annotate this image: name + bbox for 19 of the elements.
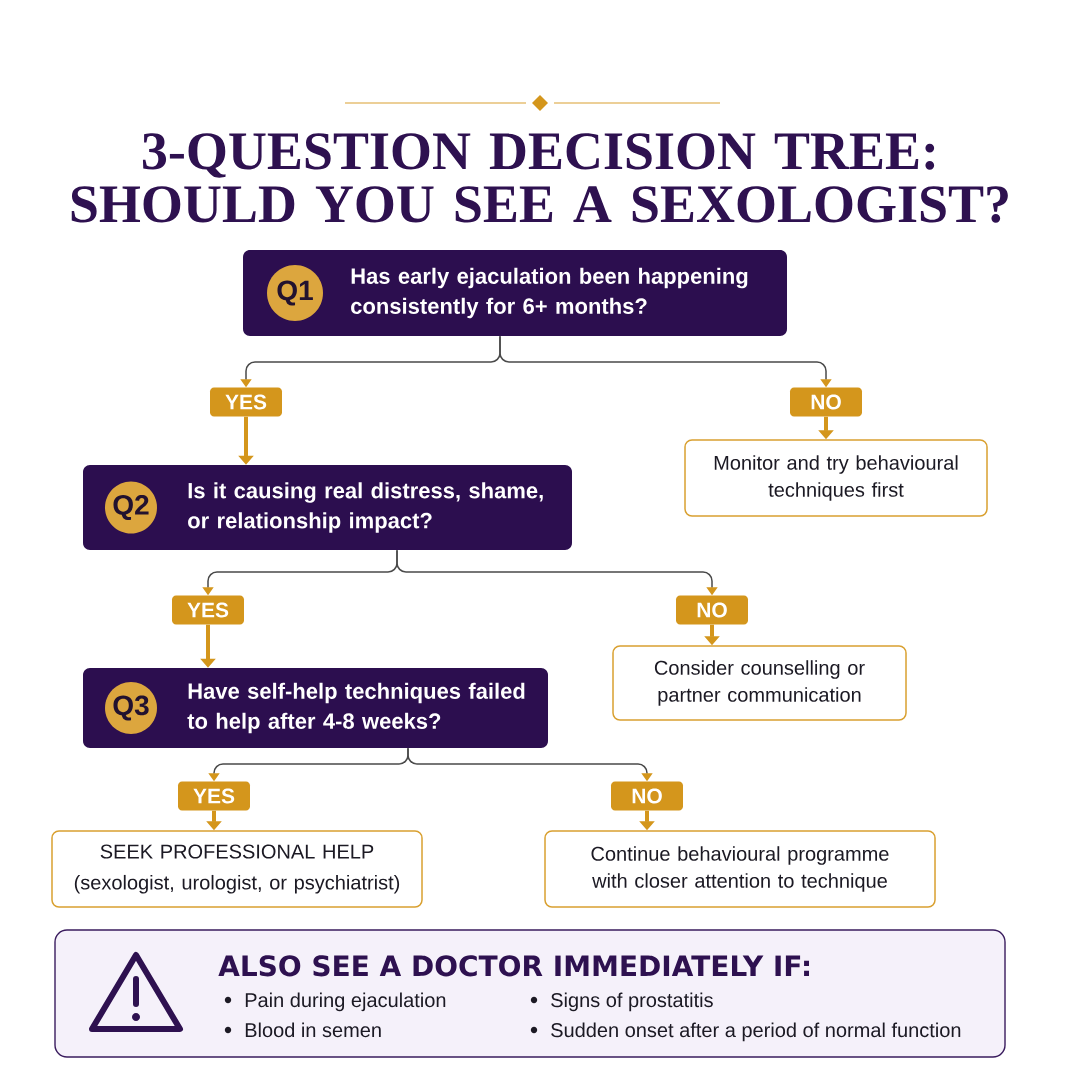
bullet-item: Pain during ejaculation bbox=[245, 992, 446, 1012]
outcome-box: Monitor and try behavioural techniques first bbox=[684, 439, 988, 517]
title: 3-QUESTION DECISION TREE: SHOULD YOU SEE A SEXOLOGIST? bbox=[71, 133, 1008, 223]
number-badge: Q3 bbox=[105, 682, 157, 734]
panel-heading: ALSO SEE A DOCTOR IMMEDIATELY IF: bbox=[218, 955, 809, 977]
answer-tag: YES bbox=[172, 595, 244, 625]
outcome-box: SEEK PROFESSIONAL HELP (sexologist, urologist, or psychiatrist) bbox=[51, 830, 423, 908]
answer-tag: YES bbox=[178, 781, 250, 811]
answer-tag: NO bbox=[611, 781, 683, 811]
answer-tag: YES bbox=[210, 387, 282, 417]
answer-tag: NO bbox=[676, 595, 748, 625]
bullet-item: Sudden onset after a period of normal function bbox=[551, 1022, 961, 1042]
number-badge: Q1 bbox=[267, 265, 323, 321]
bullet-item: Signs of prostatitis bbox=[551, 992, 713, 1012]
number-badge: Q2 bbox=[105, 481, 157, 534]
outcome-box: Consider counselling or partner communication bbox=[612, 645, 907, 721]
outcome-box: Continue behavioural programme with closer attention to technique bbox=[544, 830, 936, 908]
answer-tag: NO bbox=[790, 387, 862, 417]
bullet-item: Blood in semen bbox=[245, 1022, 381, 1038]
